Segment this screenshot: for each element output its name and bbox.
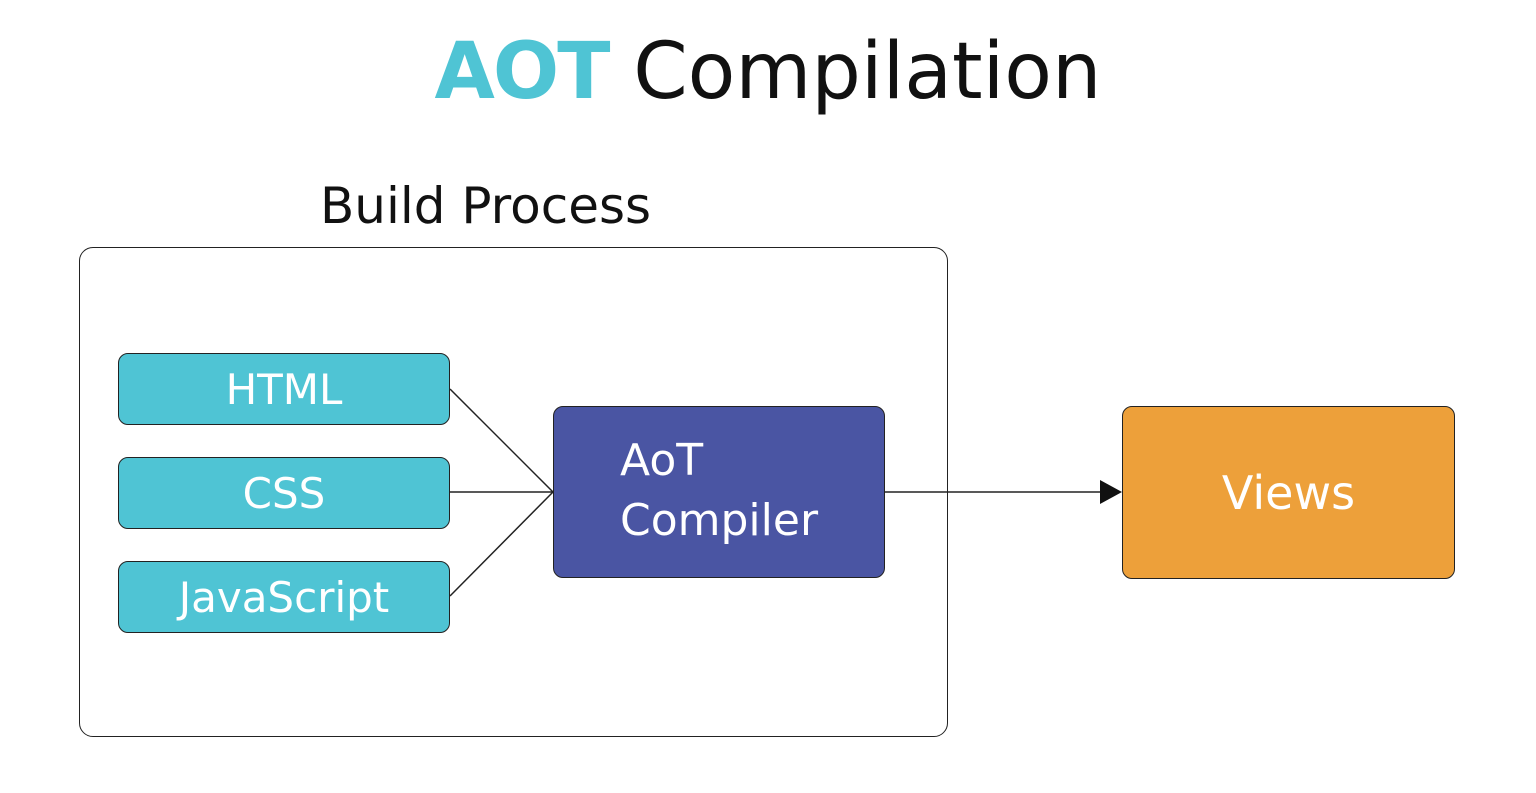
title-accent: AOT — [434, 27, 611, 117]
input-javascript-box: JavaScript — [118, 561, 450, 633]
compiler-label-line2: Compiler — [620, 495, 819, 546]
build-process-label: Build Process — [320, 177, 652, 235]
compiler-label-line1: AoT — [620, 435, 704, 486]
aot-compiler-box: AoT Compiler — [553, 406, 885, 578]
input-css-box: CSS — [118, 457, 450, 529]
views-box: Views — [1122, 406, 1455, 579]
input-html-box: HTML — [118, 353, 450, 425]
page-title: AOT Compilation — [0, 22, 1536, 122]
arrowhead-icon — [1100, 480, 1122, 504]
title-rest: Compilation — [633, 27, 1102, 117]
